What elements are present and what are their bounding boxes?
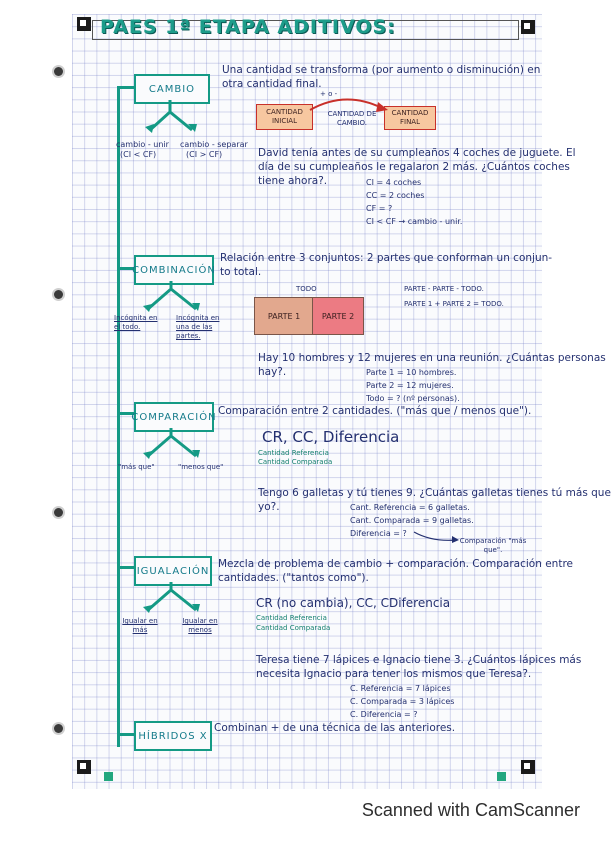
- branch-label-right: cambio - separar: [180, 140, 248, 149]
- binder-hole: [54, 290, 63, 299]
- branch-label-left: "más que": [118, 463, 155, 471]
- spine-branch: [117, 733, 134, 736]
- branch-label-right: Igualar en menos: [182, 617, 218, 634]
- formula-term: Cantidad Referencia: [258, 449, 329, 457]
- binder-hole: [54, 508, 63, 517]
- definition-line: to total.: [220, 266, 262, 278]
- formula: CR, CC, Diferencia: [262, 428, 400, 446]
- solution-line: C. Comparada = 3 lápices: [350, 697, 455, 706]
- solution-line: Parte 2 = 12 mujeres.: [366, 381, 454, 390]
- corner-marker: [77, 760, 91, 774]
- definition-line: Combinan + de una técnica de las anterio…: [214, 722, 456, 734]
- page-title: PAES 1ª ETAPA ADITIVOS:: [100, 16, 396, 38]
- plus-minus-label: + o -: [320, 90, 338, 98]
- whole-label: TODO: [296, 285, 317, 293]
- solution-line: C. Referencia = 7 lápices: [350, 684, 451, 693]
- note-arrow: [413, 531, 459, 543]
- definition-line: Mezcla de problema de cambio + comparaci…: [218, 558, 573, 570]
- example-line: yo?.: [258, 501, 280, 513]
- solution-line: CF = ?: [366, 204, 393, 213]
- part-2-block: PARTE 2: [312, 297, 364, 335]
- definition-line: otra cantidad final.: [222, 78, 322, 90]
- formula-term: Cantidad Comparada: [256, 624, 331, 632]
- part-1-block: PARTE 1: [254, 297, 314, 335]
- definition-line: Una cantidad se transforma (por aumento …: [222, 64, 541, 76]
- title-box: [92, 20, 519, 40]
- branch-arrows: [143, 582, 200, 613]
- spine-branch: [117, 267, 134, 270]
- change-quantity-label: CANTIDAD DE CAMBIO.: [327, 110, 377, 127]
- binder-hole: [54, 67, 63, 76]
- corner-marker: [77, 17, 91, 31]
- section-box-comparacion: COMPARACIÓN: [131, 402, 216, 432]
- example-line: hay?.: [258, 366, 287, 378]
- example-line: Hay 10 hombres y 12 mujeres en una reuni…: [258, 352, 606, 364]
- section-box-cambio: CAMBIO: [134, 74, 210, 104]
- branch-label-left: Igualar en más: [122, 617, 158, 634]
- branch-arrows: [145, 100, 197, 133]
- solution-line: C. Diferencia = ?: [350, 710, 418, 719]
- solution-line: Cant. Comparada = 9 galletas.: [350, 516, 474, 525]
- formula-term: Cantidad Comparada: [258, 458, 333, 466]
- section-box-combinacion: COMBINACIÓN: [132, 255, 215, 285]
- spine-branch: [117, 412, 134, 415]
- definition-line: Comparación entre 2 cantidades. ("más qu…: [218, 405, 532, 417]
- example-line: Teresa tiene 7 lápices e Ignacio tiene 3…: [256, 654, 582, 666]
- solution-line: Cant. Referencia = 6 galletas.: [350, 503, 470, 512]
- branch-label-right-note: (CI > CF): [186, 150, 223, 159]
- example-line: necesita Ignacio para tener los mismos q…: [256, 668, 532, 680]
- green-square: [497, 772, 506, 781]
- example-line: día de su cumpleaños le regalaron 2 más.…: [258, 161, 570, 173]
- initial-quantity-box: CANTIDAD INICIAL: [256, 104, 313, 130]
- branch-label-right: Incógnita en una de las partes.: [176, 314, 220, 340]
- formula: CR (no cambia), CC, CDiferencia: [256, 596, 451, 610]
- binder-hole: [54, 724, 63, 733]
- branch-label-left: Incógnita en el todo.: [114, 314, 158, 331]
- green-square: [104, 772, 113, 781]
- spine-branch: [117, 566, 134, 569]
- rule-line: PARTE - PARTE - TODO.: [404, 285, 484, 293]
- branch-label-right: "menos que": [178, 463, 224, 471]
- solution-line: Diferencia = ?: [350, 529, 407, 538]
- solution-line: Todo = ? (nº personas).: [366, 394, 460, 403]
- branch-arrows: [143, 428, 200, 459]
- solution-line: CC = 2 coches: [366, 191, 425, 200]
- section-box-igualacion: IGUALACIÓN: [134, 556, 212, 586]
- final-quantity-box: CANTIDAD FINAL: [384, 106, 436, 130]
- example-line: tiene ahora?.: [258, 175, 328, 187]
- scanner-watermark: Scanned with CamScanner: [361, 800, 580, 820]
- branch-arrows: [143, 281, 200, 312]
- corner-marker: [521, 20, 535, 34]
- solution-line: Parte 1 = 10 hombres.: [366, 368, 457, 377]
- section-box-hibridos: HÍBRIDOS X: [134, 721, 212, 751]
- definition-line: Relación entre 3 conjuntos: 2 partes que…: [220, 252, 553, 264]
- branch-label-left: cambio - unir: [116, 140, 169, 149]
- example-line: David tenía antes de su cumpleaños 4 coc…: [258, 147, 576, 159]
- main-spine: [117, 87, 120, 747]
- notebook-page: [72, 14, 542, 789]
- solution-line: CI < CF → cambio - unir.: [366, 217, 463, 226]
- solution-line: CI = 4 coches: [366, 178, 422, 187]
- example-line: Tengo 6 galletas y tú tienes 9. ¿Cuántas…: [258, 487, 611, 499]
- spine-branch: [117, 86, 134, 89]
- annotation-note: Comparación "más que".: [459, 537, 527, 554]
- definition-line: cantidades. ("tantos como").: [218, 572, 369, 584]
- branch-label-left-note: (CI < CF): [120, 150, 157, 159]
- formula-term: Cantidad Referencia: [256, 614, 327, 622]
- corner-marker: [521, 760, 535, 774]
- change-arrow: [309, 98, 388, 112]
- rule-line: PARTE 1 + PARTE 2 = TODO.: [404, 300, 504, 308]
